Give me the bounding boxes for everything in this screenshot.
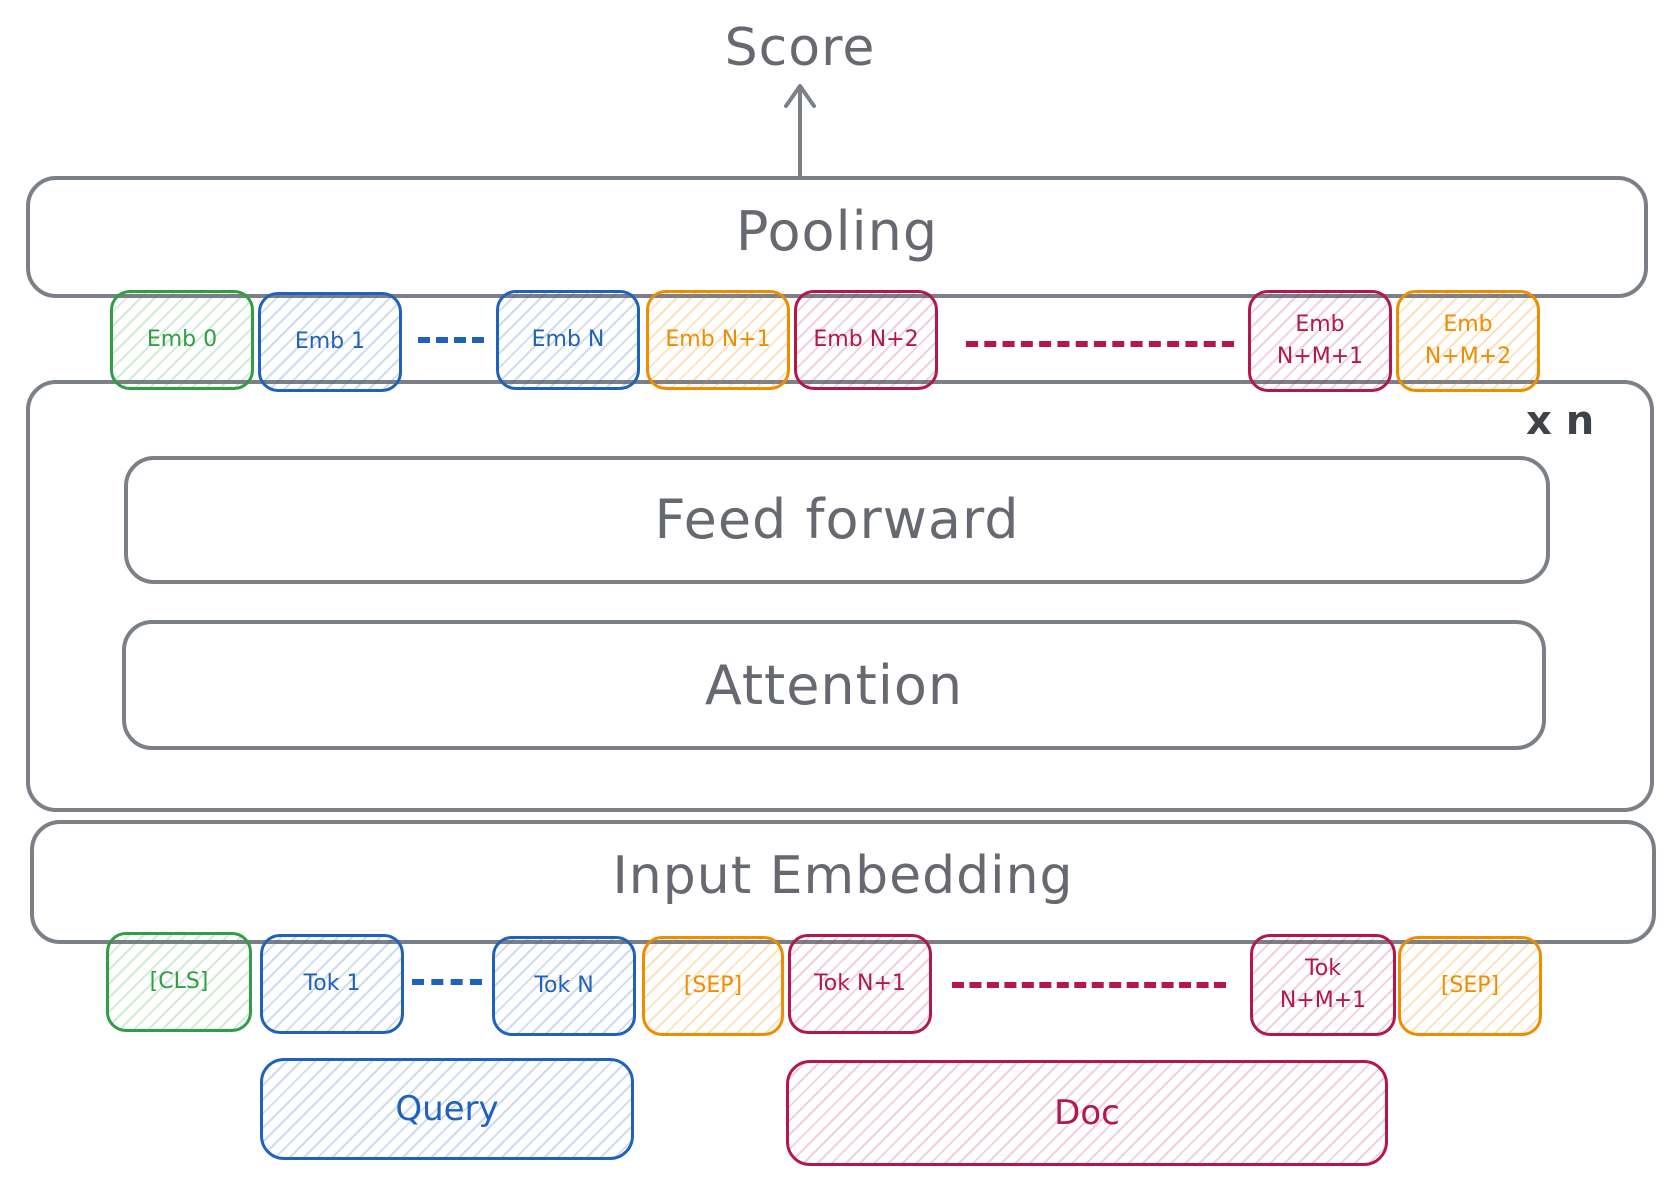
token-ellipsis-doc — [952, 982, 1226, 988]
embedding-chip: Emb 0 — [110, 290, 254, 390]
pooling-block: Pooling — [26, 176, 1648, 298]
pooling-label: Pooling — [735, 200, 939, 263]
feed-forward-block: Feed forward — [124, 456, 1550, 584]
embedding-chip: Emb 1 — [258, 292, 402, 392]
embedding-chip: Emb N+2 — [794, 290, 938, 390]
output-arrow — [784, 84, 816, 180]
doc-segment: Doc — [786, 1060, 1388, 1166]
token-chip: [SEP] — [642, 936, 784, 1036]
embedding-chip: Emb N+M+1 — [1248, 290, 1392, 392]
token-chip: Tok N — [492, 936, 636, 1036]
token-chip: Tok 1 — [260, 934, 404, 1034]
token-chip: [SEP] — [1398, 936, 1542, 1036]
input-embedding-block: Input Embedding — [30, 820, 1656, 944]
input-embedding-label: Input Embedding — [612, 846, 1074, 906]
embedding-ellipsis-query — [418, 337, 484, 343]
token-chip: Tok N+1 — [788, 934, 932, 1034]
score-label: Score — [724, 18, 876, 78]
attention-label: Attention — [704, 654, 964, 717]
feed-forward-label: Feed forward — [654, 488, 1020, 551]
attention-block: Attention — [122, 620, 1546, 750]
token-ellipsis-query — [412, 979, 482, 985]
embedding-chip: Emb N+1 — [646, 290, 790, 390]
query-segment: Query — [260, 1058, 634, 1160]
embedding-chip: Emb N — [496, 290, 640, 390]
embedding-ellipsis-doc — [966, 341, 1234, 347]
embedding-chip: Emb N+M+2 — [1396, 290, 1540, 392]
token-chip: Tok N+M+1 — [1250, 934, 1396, 1036]
token-chip: [CLS] — [106, 932, 252, 1032]
repeat-count-label: x n — [1526, 398, 1595, 444]
